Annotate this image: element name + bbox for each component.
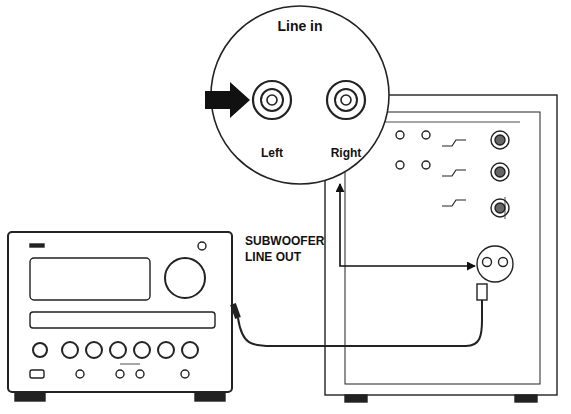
cable [233, 300, 482, 346]
rca-jack [327, 81, 365, 119]
zoom-heading: Line in [277, 18, 322, 34]
black-arrow [205, 82, 250, 118]
zoom-pointer [340, 184, 475, 266]
rca-jack [253, 81, 291, 119]
zoom-circle-shape [211, 6, 389, 184]
zoom-circle: Line in Left Right [210, 5, 390, 185]
channel-label: Left [261, 145, 283, 161]
label-holder: SUBWOOFER LINE OUT [245, 233, 335, 265]
stereo-unit [8, 232, 232, 401]
port-label: SUBWOOFER LINE OUT [245, 233, 335, 265]
channel-label: Right [331, 145, 362, 161]
